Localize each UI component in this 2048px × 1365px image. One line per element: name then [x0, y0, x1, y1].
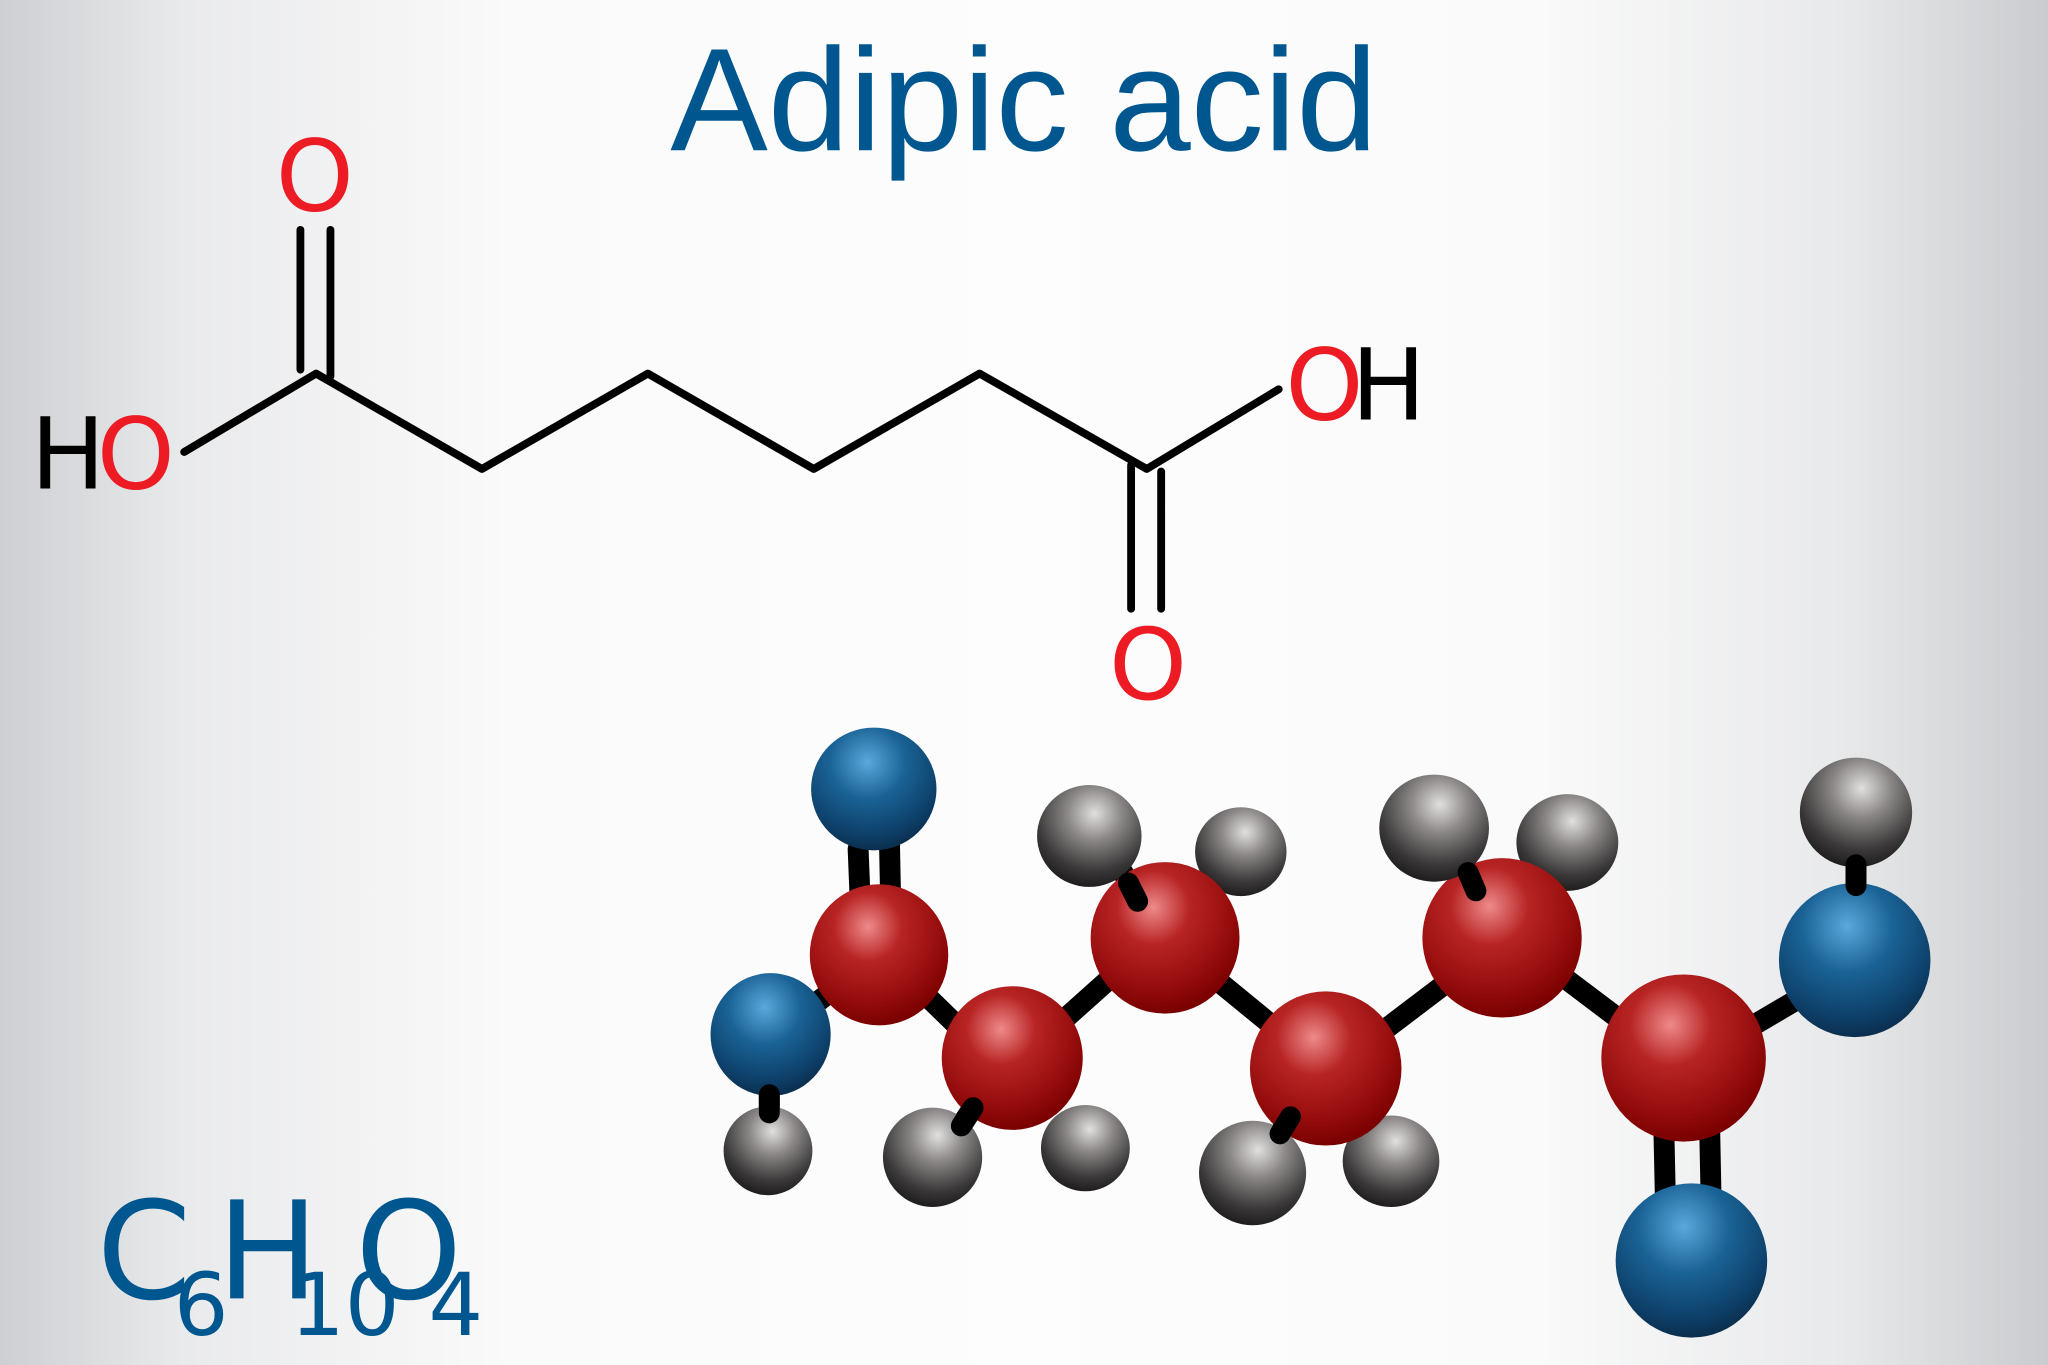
- hydrogen-atom: [723, 1106, 813, 1196]
- formula-carbon: C: [97, 1173, 192, 1331]
- carbon-chain-bonds: [180, 369, 1283, 473]
- hydrogen-atom: [1040, 1105, 1130, 1192]
- carbon-atom: [1601, 974, 1766, 1142]
- formula-carbon-count: 6: [174, 1256, 229, 1356]
- hydrogen-atom: [1342, 1115, 1440, 1207]
- right-hydroxyl-hydrogen-label: H: [1351, 328, 1426, 443]
- carbon-atom: [941, 986, 1083, 1130]
- formula-oxygen-count: 4: [428, 1256, 483, 1356]
- bond: [950, 1097, 984, 1137]
- bond: [1371, 971, 1458, 1043]
- oxygen-atom: [1778, 883, 1931, 1038]
- page-title: Adipic acid: [670, 19, 1377, 182]
- double-bond: [1653, 1125, 1676, 1206]
- formula-hydrogen-count: 10: [290, 1256, 400, 1356]
- hydrogen-atom: [1799, 757, 1913, 868]
- right-hydroxyl-oxygen-label: O: [1285, 328, 1363, 443]
- skeletal-formula: O H O O H O: [31, 119, 1426, 723]
- carbon-atom: [809, 884, 949, 1026]
- carbon-atom: [1090, 862, 1240, 1014]
- carbon-atom: [1422, 858, 1582, 1018]
- oxygen-atom: [710, 973, 831, 1096]
- hydrogen-atom: [1195, 807, 1287, 897]
- molecular-formula: C 6 H 10 O 4: [97, 1173, 484, 1356]
- bond: [1269, 1106, 1301, 1145]
- right-carbonyl-oxygen-label: O: [1109, 608, 1187, 723]
- bond: [1118, 872, 1149, 912]
- formula-hydrogen: H: [217, 1173, 319, 1331]
- bond: [1457, 862, 1487, 902]
- left-hydroxyl-oxygen-label: O: [97, 398, 175, 513]
- ball-and-stick-model: [710, 727, 1931, 1338]
- oxygen-atom: [811, 727, 937, 851]
- hydrogen-atom: [1516, 794, 1619, 891]
- left-hydroxyl-hydrogen-label: H: [31, 398, 106, 513]
- carbon-atom: [1249, 991, 1402, 1146]
- formula-oxygen: O: [355, 1173, 462, 1331]
- double-bond: [1699, 1120, 1722, 1206]
- oxygen-atom: [1615, 1183, 1768, 1338]
- hydrogen-atom: [1379, 774, 1489, 882]
- left-carbonyl-oxygen-label: O: [276, 119, 354, 234]
- hydrogen-atom: [1199, 1120, 1307, 1226]
- hydrogen-atom: [1037, 785, 1142, 887]
